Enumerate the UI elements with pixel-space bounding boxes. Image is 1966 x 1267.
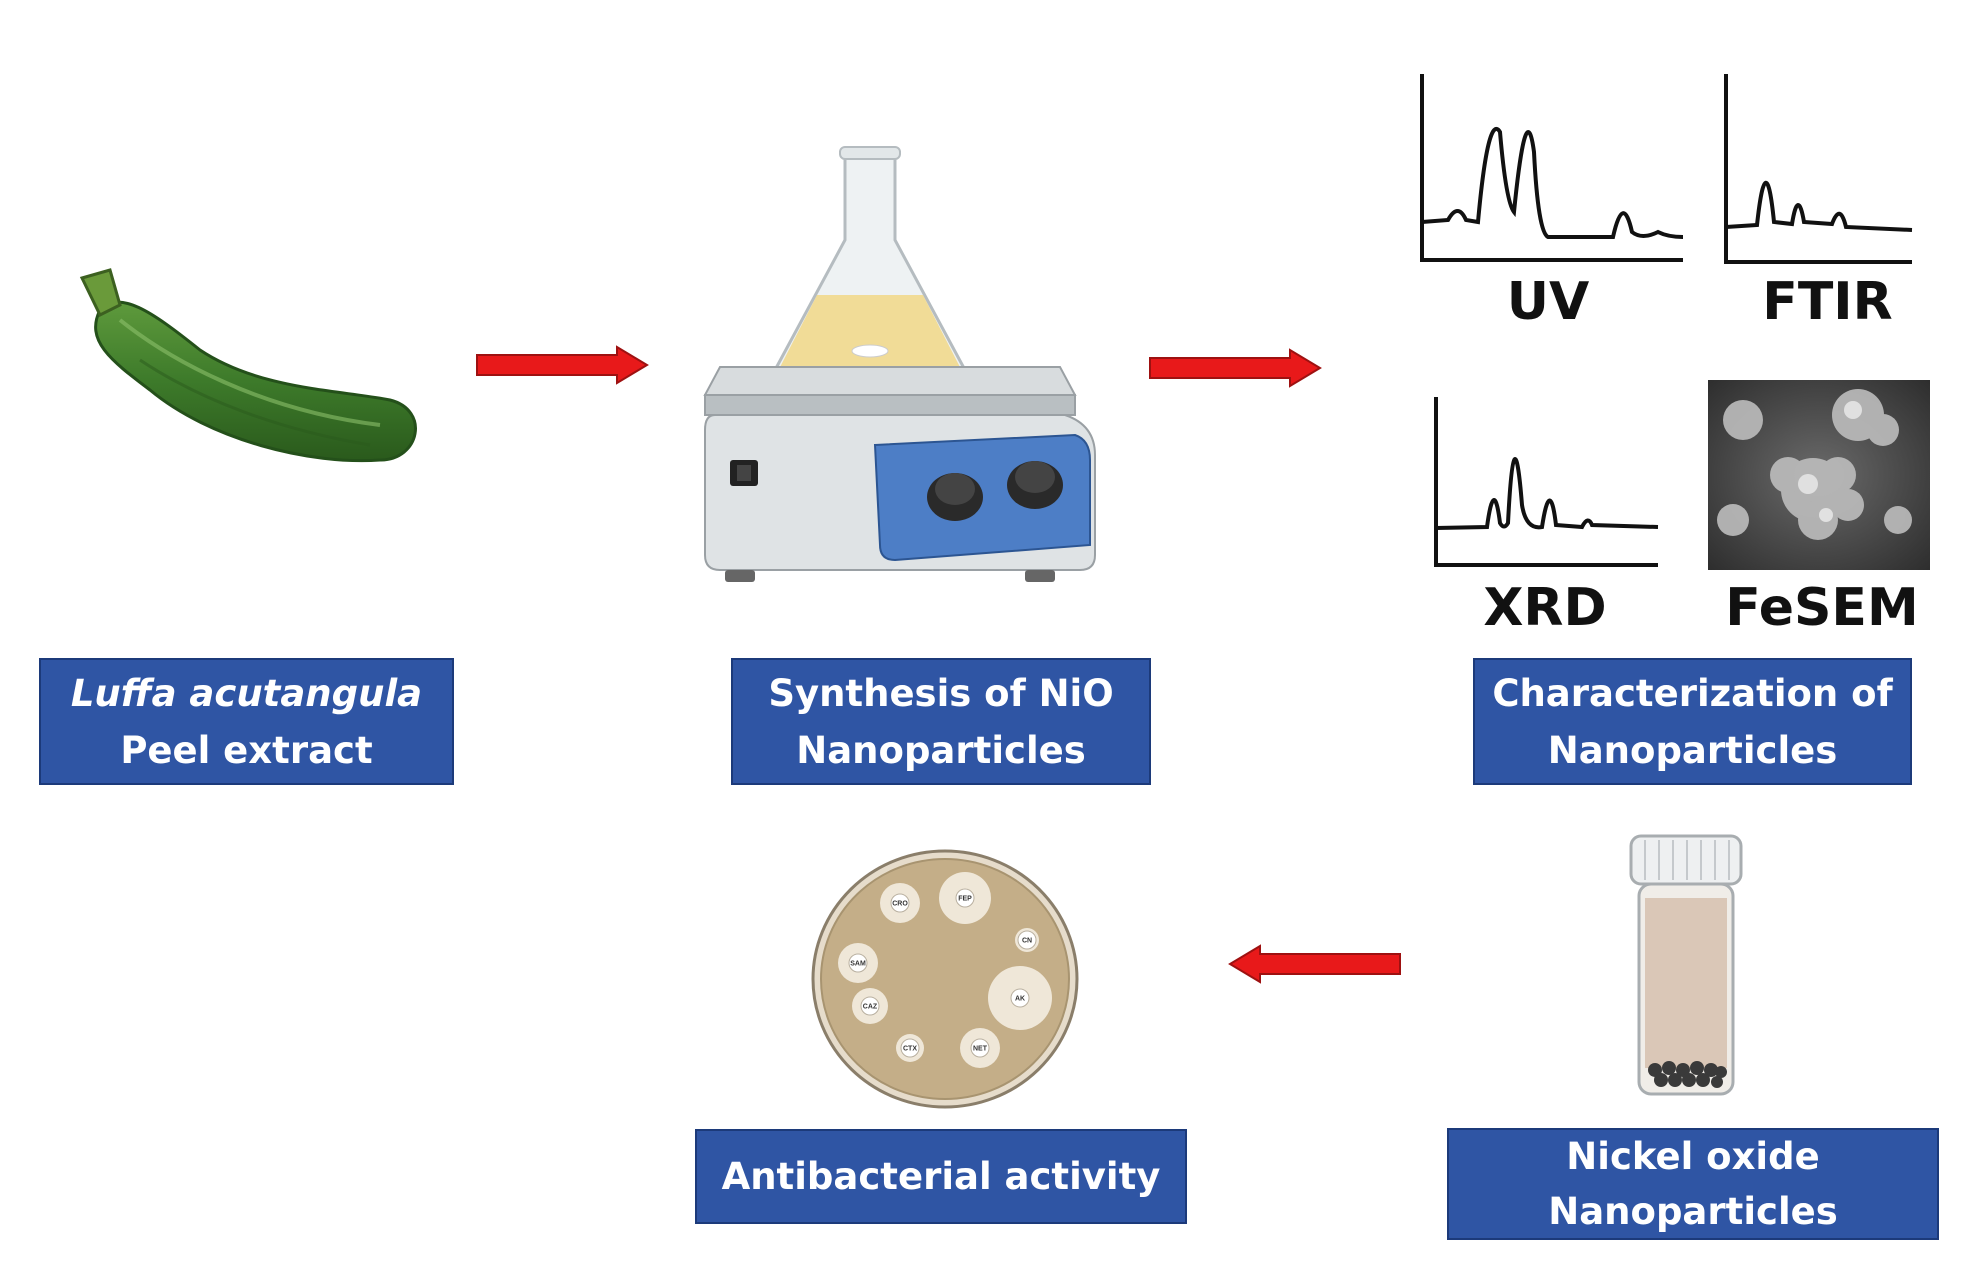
characterization-box: Characterization of Nanoparticles <box>1473 658 1912 785</box>
fesem-image-icon <box>1708 380 1930 570</box>
antibiotic-disc-label: CAZ <box>863 1004 878 1011</box>
antibiotic-disc <box>955 888 975 908</box>
antibiotic-disc-label: NET <box>973 1046 988 1053</box>
arrow-left-icon <box>1228 944 1401 984</box>
antibiotic-disc <box>848 953 868 973</box>
antibiotic-disc-label: SAM <box>850 961 866 968</box>
nickel-oxide-box: Nickel oxide Nanoparticles <box>1447 1128 1939 1240</box>
antibiotic-disc-label: CTX <box>903 1046 917 1053</box>
antibiotic-disc-label: FEP <box>958 896 972 903</box>
zucchini-icon <box>79 268 417 463</box>
antibiotic-disc <box>970 1038 990 1058</box>
fesem-label: FeSEM <box>1725 578 1919 638</box>
petri-dish-icon: CRO FEP CN SAM AK CAZ CTX NET <box>811 849 1079 1109</box>
characterization-line2: Nanoparticles <box>1547 728 1838 772</box>
arrow-right-icon <box>1149 348 1322 388</box>
peel-extract-line1: Luffa acutangula <box>70 671 423 715</box>
peel-extract-line2: Peel extract <box>120 728 373 772</box>
arrow-right-icon <box>476 345 649 385</box>
antibacterial-line1: Antibacterial activity <box>721 1155 1161 1198</box>
xrd-label: XRD <box>1483 578 1607 638</box>
characterization-line1: Characterization of <box>1492 671 1893 715</box>
antibiotic-disc-label: CRO <box>892 901 908 908</box>
antibiotic-disc-label: CN <box>1022 938 1032 945</box>
antibiotic-disc <box>900 1038 920 1058</box>
ftir-label: FTIR <box>1762 272 1893 332</box>
antibiotic-disc <box>1010 988 1030 1008</box>
vial-icon <box>1629 834 1743 1096</box>
hotplate-stirrer-icon <box>703 146 1096 582</box>
antibacterial-box: Antibacterial activity <box>695 1129 1187 1224</box>
nickel-oxide-line1: Nickel oxide <box>1566 1135 1820 1178</box>
uv-label: UV <box>1506 272 1590 332</box>
antibiotic-disc <box>1017 930 1037 950</box>
xrd-pattern-icon <box>1434 397 1659 567</box>
ftir-spectrum-icon <box>1724 74 1913 264</box>
antibiotic-disc <box>860 996 880 1016</box>
antibiotic-disc-label: AK <box>1015 996 1025 1003</box>
antibiotic-disc <box>890 893 910 913</box>
synthesis-line2: Nanoparticles <box>796 728 1086 772</box>
nickel-oxide-line2: Nanoparticles <box>1548 1190 1838 1233</box>
peel-extract-box: Luffa acutangula Peel extract <box>39 658 454 785</box>
synthesis-box: Synthesis of NiO Nanoparticles <box>731 658 1151 785</box>
synthesis-line1: Synthesis of NiO <box>768 671 1114 715</box>
uv-spectrum-icon <box>1420 74 1684 262</box>
